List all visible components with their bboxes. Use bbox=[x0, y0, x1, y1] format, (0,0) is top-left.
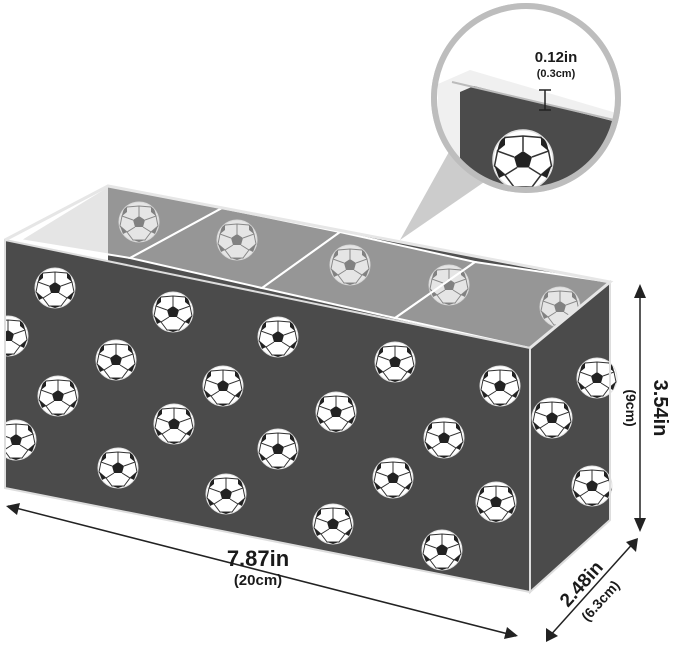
soccer-ball-icon bbox=[95, 339, 137, 381]
length-metric-label: (20cm) bbox=[234, 572, 282, 589]
thickness-label: 0.12in bbox=[535, 49, 578, 66]
soccer-ball-icon bbox=[202, 365, 244, 407]
soccer-ball-icon bbox=[153, 403, 195, 445]
soccer-ball-icon bbox=[205, 473, 247, 515]
dividers bbox=[17, 184, 613, 350]
soccer-ball-icon bbox=[257, 428, 299, 470]
soccer-ball-icon bbox=[152, 291, 194, 333]
soccer-ball-icon bbox=[423, 417, 465, 459]
height-dimension: 3.54in (9cm) bbox=[623, 284, 671, 532]
soccer-ball-icon bbox=[374, 341, 416, 383]
front-wall bbox=[4, 238, 531, 594]
soccer-ball-icon bbox=[257, 316, 299, 358]
soccer-ball-icon bbox=[479, 365, 521, 407]
top-rim bbox=[4, 184, 614, 350]
length-dimension: 7.87in (20cm) bbox=[6, 503, 518, 639]
height-metric-label: (9cm) bbox=[623, 389, 639, 426]
soccer-ball-icon bbox=[312, 503, 354, 545]
thickness-metric-label: (0.3cm) bbox=[537, 68, 576, 80]
height-label: 3.54in bbox=[649, 380, 671, 437]
soccer-ball-icon bbox=[97, 447, 139, 489]
soccer-ball-icon bbox=[34, 267, 76, 309]
soccer-ball-icon bbox=[315, 391, 357, 433]
soccer-ball-icon bbox=[421, 529, 463, 571]
soccer-ball-icon bbox=[475, 481, 517, 523]
soccer-ball-icon bbox=[372, 457, 414, 499]
length-label: 7.87in bbox=[227, 546, 289, 571]
zoom-callout: 0.12in (0.3cm) bbox=[400, 3, 621, 240]
soccer-ball-icon bbox=[37, 375, 79, 417]
